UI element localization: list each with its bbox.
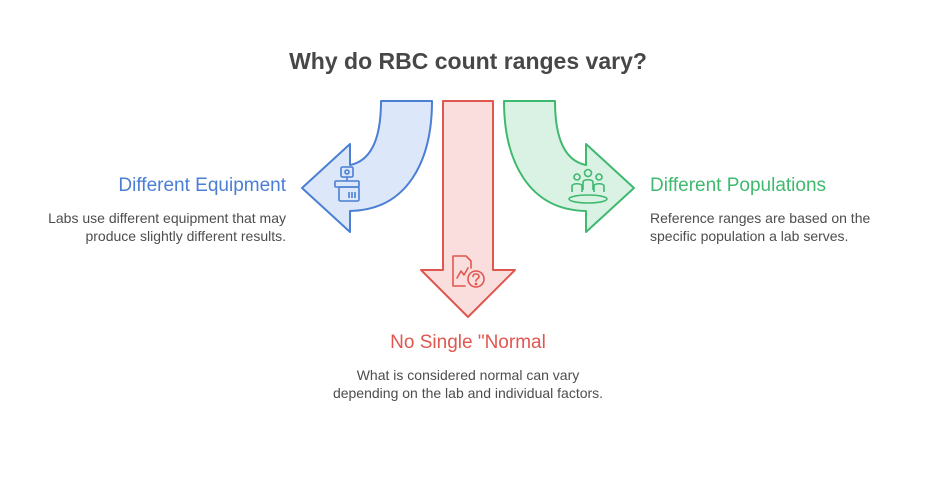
report-question-icon — [452, 255, 485, 288]
equipment-heading: Different Equipment — [118, 175, 286, 196]
right-curved-arrow — [503, 100, 635, 233]
center-down-arrow — [420, 100, 516, 318]
lab-equipment-icon — [334, 166, 360, 202]
normal-heading: No Single "Normal — [390, 332, 546, 353]
equipment-description: Labs use different equipment that may pr… — [48, 210, 286, 244]
left-curved-arrow — [301, 100, 433, 233]
people-group-icon — [568, 168, 608, 204]
populations-description: Reference ranges are based on the specif… — [650, 210, 871, 244]
normal-description: What is considered normal can vary depen… — [332, 367, 604, 401]
page-title: Why do RBC count ranges vary? — [289, 48, 647, 74]
populations-heading: Different Populations — [650, 175, 827, 196]
